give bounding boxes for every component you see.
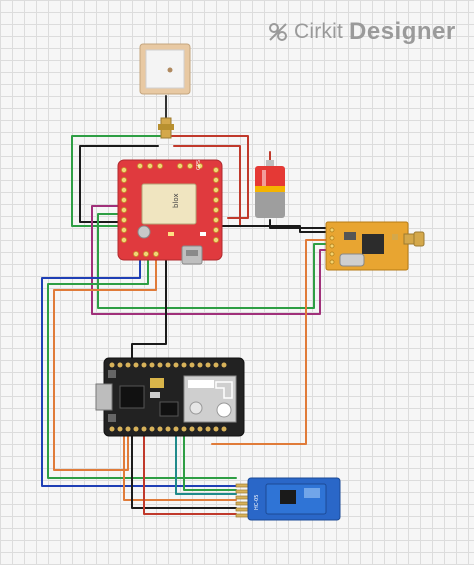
wire-esp-bt-orange[interactable]: [123, 431, 237, 501]
wire-gps-bottom-black[interactable]: [131, 257, 167, 363]
hc05-bluetooth-module[interactable]: HC-05: [235, 477, 341, 521]
wire-gps-left-orange[interactable]: [211, 239, 331, 445]
wire-esp-bt-teal[interactable]: [175, 431, 237, 495]
gps-maker-label: blox: [172, 193, 180, 208]
wire-esp-bt-green[interactable]: [183, 431, 237, 491]
wires: [41, 95, 331, 515]
gps-module[interactable]: blox GPS: [117, 159, 223, 265]
wire-battery-negative[interactable]: [269, 219, 331, 229]
battery[interactable]: [255, 160, 285, 218]
brand-product: Designer: [349, 18, 456, 45]
wire-gps-left-purple[interactable]: [91, 205, 331, 315]
wire-gps-top-red[interactable]: [171, 135, 249, 219]
wire-gps-to-rf-black[interactable]: [221, 225, 331, 233]
brand-watermark: Cirkit Designer: [266, 16, 466, 48]
bt-model-label: HC-05: [254, 495, 260, 510]
rf-transceiver-module[interactable]: [325, 221, 425, 271]
wire-gps-top-green[interactable]: [71, 135, 161, 227]
cirkit-logo-icon: [269, 23, 287, 41]
gps-module-label: GPS: [196, 160, 202, 170]
wire-gps-bottom-green[interactable]: [47, 257, 237, 479]
wire-gps-bottom-blue[interactable]: [41, 257, 237, 487]
wire-gps-bottom-orange[interactable]: [53, 257, 157, 471]
esp8266-nodemcu-board[interactable]: [95, 357, 245, 437]
brand-name: Cirkit: [294, 20, 344, 43]
gps-antenna[interactable]: [139, 43, 191, 139]
wire-gps-top-black[interactable]: [79, 145, 159, 223]
wire-gps-left-green[interactable]: [97, 213, 331, 309]
wire-esp-bt-black[interactable]: [131, 431, 237, 509]
wire-esp-bt-red[interactable]: [143, 431, 237, 515]
